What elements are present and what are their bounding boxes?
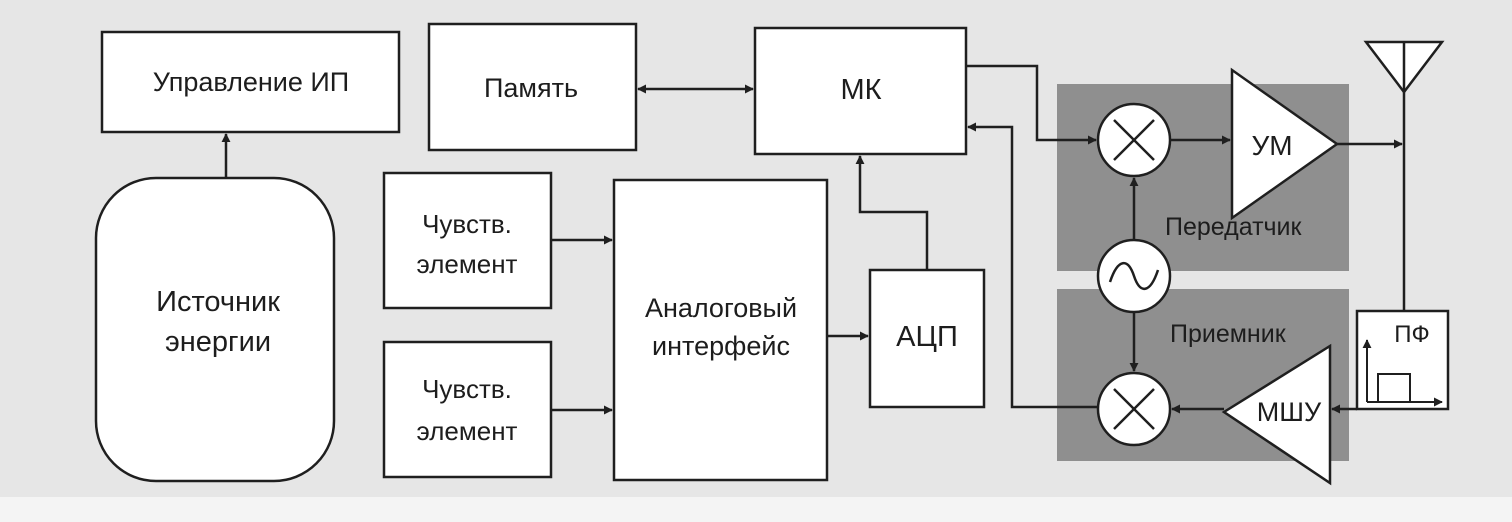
energy-source-label-line2: энергии [165,326,271,358]
analog-interface-label-line1: Аналоговый [645,293,797,323]
sensor1-box [382,171,553,310]
lna-label: МШУ [1257,397,1322,427]
analog-interface-box [612,178,829,482]
energy-source-box [94,176,336,483]
memory-label: Память [484,73,578,103]
transmitter-label: Передатчик [1165,213,1303,241]
power-amplifier-triangle [1230,67,1340,221]
rx-mixer-to-mcu-arrow [967,122,1098,409]
sensor2-box [382,340,553,479]
sensor2-label-line1: Чувств. [422,374,512,404]
adc-label: АЦП [896,321,958,353]
power-control-label: Управление ИП [153,67,349,97]
adc-box [868,268,986,409]
energy-source-label-line1: Источник [156,286,280,318]
local-oscillator [1096,238,1172,314]
adc-to-mcu-arrow [855,155,929,270]
transmit-mixer [1096,102,1172,178]
sensor1-label-line2: элемент [417,249,518,279]
sensor2-label-line2: элемент [417,416,518,446]
bottom-strip [0,497,1512,522]
mcu-label: МК [840,74,881,106]
receive-mixer [1096,371,1172,447]
bandpass-filter-label: ПФ [1394,321,1430,348]
bandpass-filter-box [1355,309,1450,411]
analog-interface-label-line2: интерфейс [652,331,790,361]
filter-response-icon [1362,339,1443,407]
sensor1-label-line1: Чувств. [422,209,512,239]
power-control-box [100,30,401,134]
receiver-label: Приемник [1170,320,1287,348]
mcu-to-tx-mixer-arrow [966,64,1097,145]
lna-triangle [1221,343,1332,486]
memory-box [427,22,638,152]
transmitter-region [1057,84,1349,271]
antenna-icon [1363,40,1445,311]
power-amp-label: УМ [1251,130,1292,161]
mcu-box [753,26,968,156]
